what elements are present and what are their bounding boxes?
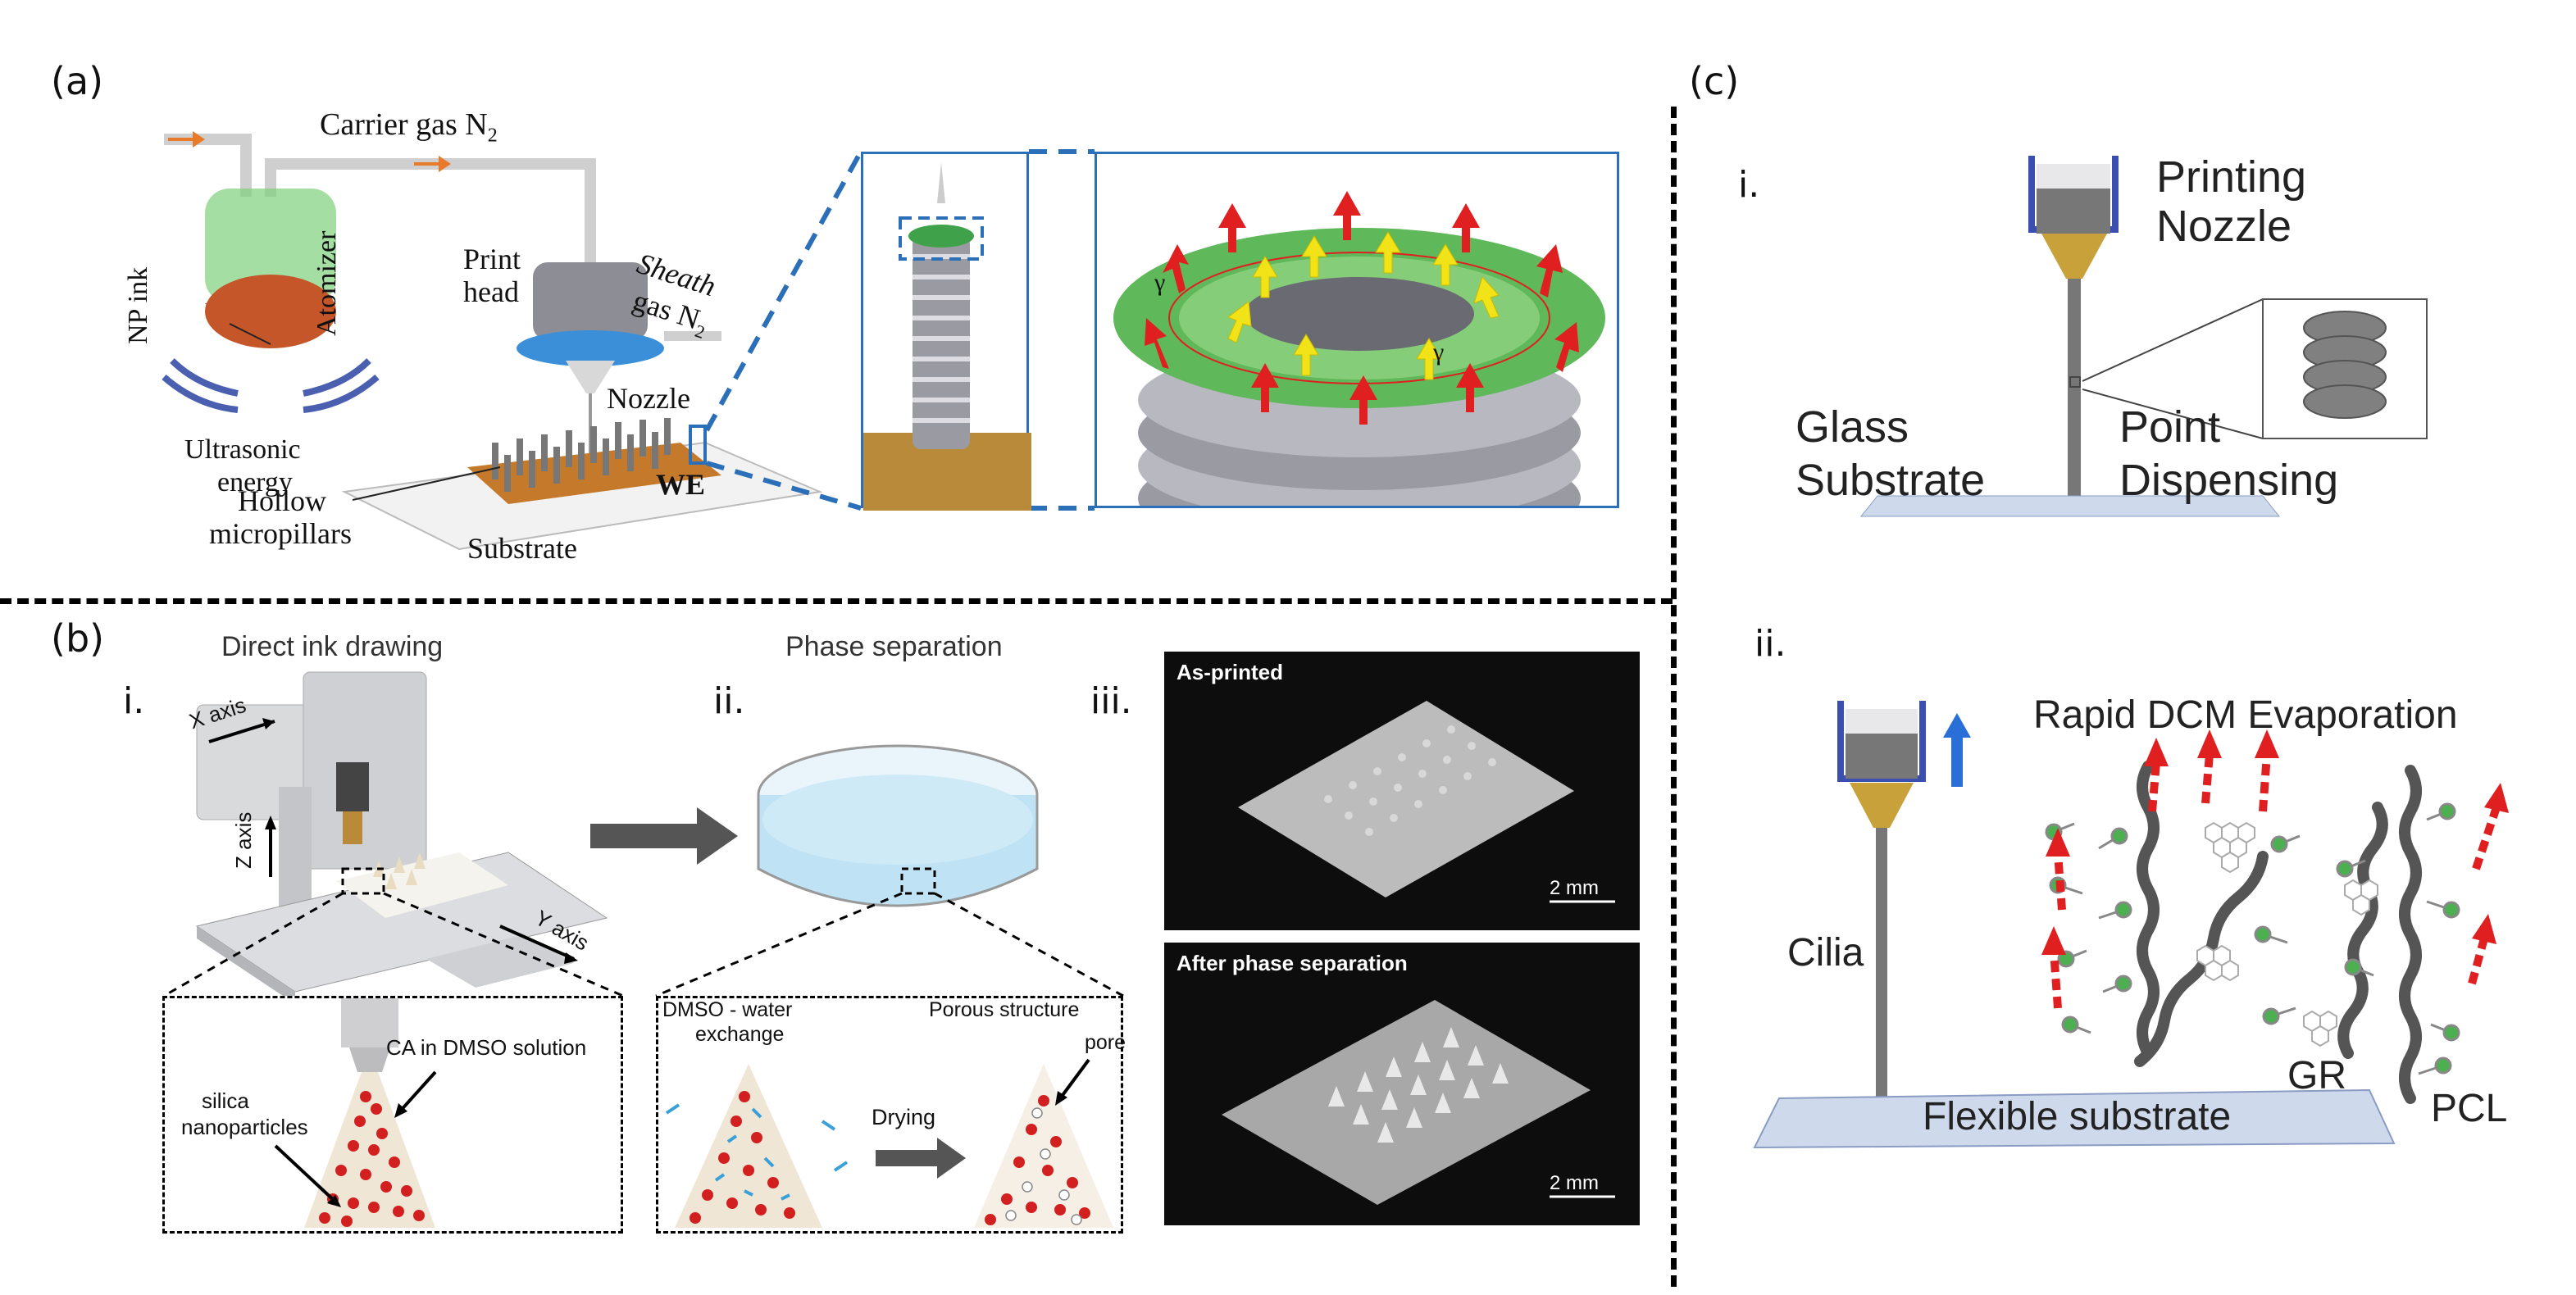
after-phase-array-image bbox=[1222, 1000, 1615, 1205]
micropillars-label: micropillars bbox=[209, 517, 352, 550]
ink-cone-detail-box: silica nanoparticles CA in DMSO solution bbox=[162, 996, 623, 1234]
panel-b-sub-ii: ii. bbox=[713, 680, 745, 722]
panel-c-sub-i: i. bbox=[1738, 164, 1760, 206]
head-label: head bbox=[463, 275, 519, 308]
pore-label: pore bbox=[1085, 1031, 1126, 1054]
pcl-label: PCL bbox=[2431, 1087, 2508, 1130]
panel-divider-horizontal bbox=[0, 598, 1673, 604]
dispensing-label: Dispensing bbox=[2119, 456, 2339, 505]
nanoparticles-label: nanoparticles bbox=[181, 1115, 308, 1139]
panel-b-sub-i: i. bbox=[123, 680, 145, 722]
after-phase-label: After phase separation bbox=[1176, 951, 1408, 975]
panel-c-label: (c) bbox=[1689, 59, 1740, 103]
rapid-dcm-label: Rapid DCM Evaporation bbox=[2033, 693, 2458, 737]
direct-ink-printer-illustration bbox=[163, 671, 1124, 1004]
pillar-illustration bbox=[863, 162, 1031, 511]
exchange-label: exchange bbox=[695, 1023, 785, 1046]
gamma-outer-label: γ bbox=[1154, 269, 1166, 296]
nozzle-label: Nozzle bbox=[607, 382, 690, 415]
ring-surface-tension-illustration bbox=[1113, 191, 1605, 506]
panel-a-label: (a) bbox=[51, 59, 104, 103]
ca-dmso-label: CA in DMSO solution bbox=[386, 1035, 587, 1060]
scale-bar-1-label: 2 mm bbox=[1550, 877, 1599, 899]
print-label: Print bbox=[463, 243, 521, 275]
cilia-label: Cilia bbox=[1787, 931, 1864, 975]
as-printed-array-image bbox=[1238, 701, 1615, 903]
energy-label: energy bbox=[217, 467, 293, 498]
substrate-c-label: Substrate bbox=[1795, 456, 1986, 505]
glass-label: Glass bbox=[1795, 402, 1909, 452]
as-printed-label: As-printed bbox=[1176, 660, 1283, 684]
panel-b-label: (b) bbox=[51, 616, 105, 661]
porous-structure-label: Porous structure bbox=[929, 998, 1080, 1021]
point-label: Point bbox=[2119, 402, 2221, 452]
flexible-substrate-label: Flexible substrate bbox=[1923, 1095, 2232, 1138]
scale-bar-2-label: 2 mm bbox=[1550, 1172, 1599, 1194]
phase-separation-detail-box: DMSO - water exchange Porous structure D… bbox=[656, 996, 1126, 1234]
nozzle-c-label: Nozzle bbox=[2156, 202, 2292, 251]
silica-label: silica bbox=[202, 1088, 249, 1113]
gamma-inner-label: γ bbox=[1433, 339, 1445, 366]
aerosol-jet-printer-illustration bbox=[162, 131, 823, 551]
hollow-label: Hollow bbox=[238, 484, 326, 517]
phase-separation-title: Phase separation bbox=[785, 631, 1003, 662]
panel-b-sub-iii: iii. bbox=[1090, 680, 1132, 722]
ultrasonic-label: Ultrasonic bbox=[184, 434, 301, 465]
panel-divider-vertical bbox=[1671, 107, 1677, 1287]
after-phase-micrograph: After phase separation 2 mm bbox=[1164, 943, 1640, 1225]
substrate-label: Substrate bbox=[467, 532, 577, 565]
we-label: WE bbox=[656, 468, 706, 501]
printing-label: Printing bbox=[2156, 152, 2307, 202]
as-printed-micrograph: As-printed 2 mm bbox=[1164, 652, 1640, 930]
pillar-zoom-box bbox=[861, 152, 1031, 511]
direct-ink-title: Direct ink drawing bbox=[221, 631, 444, 662]
porous-cone-illustration bbox=[665, 1058, 1113, 1228]
carrier-gas-label: Carrier gas N2 bbox=[320, 107, 498, 147]
zoom-connectors bbox=[704, 149, 1095, 511]
panel-c-sub-ii: ii. bbox=[1755, 623, 1786, 665]
gr-label: GR bbox=[2287, 1054, 2346, 1097]
drying-label: Drying bbox=[872, 1105, 936, 1129]
ring-zoom-box: γ γ bbox=[1095, 152, 1619, 508]
ink-cone-illustration bbox=[274, 998, 437, 1228]
dmso-water-label: DMSO - water bbox=[662, 998, 793, 1021]
